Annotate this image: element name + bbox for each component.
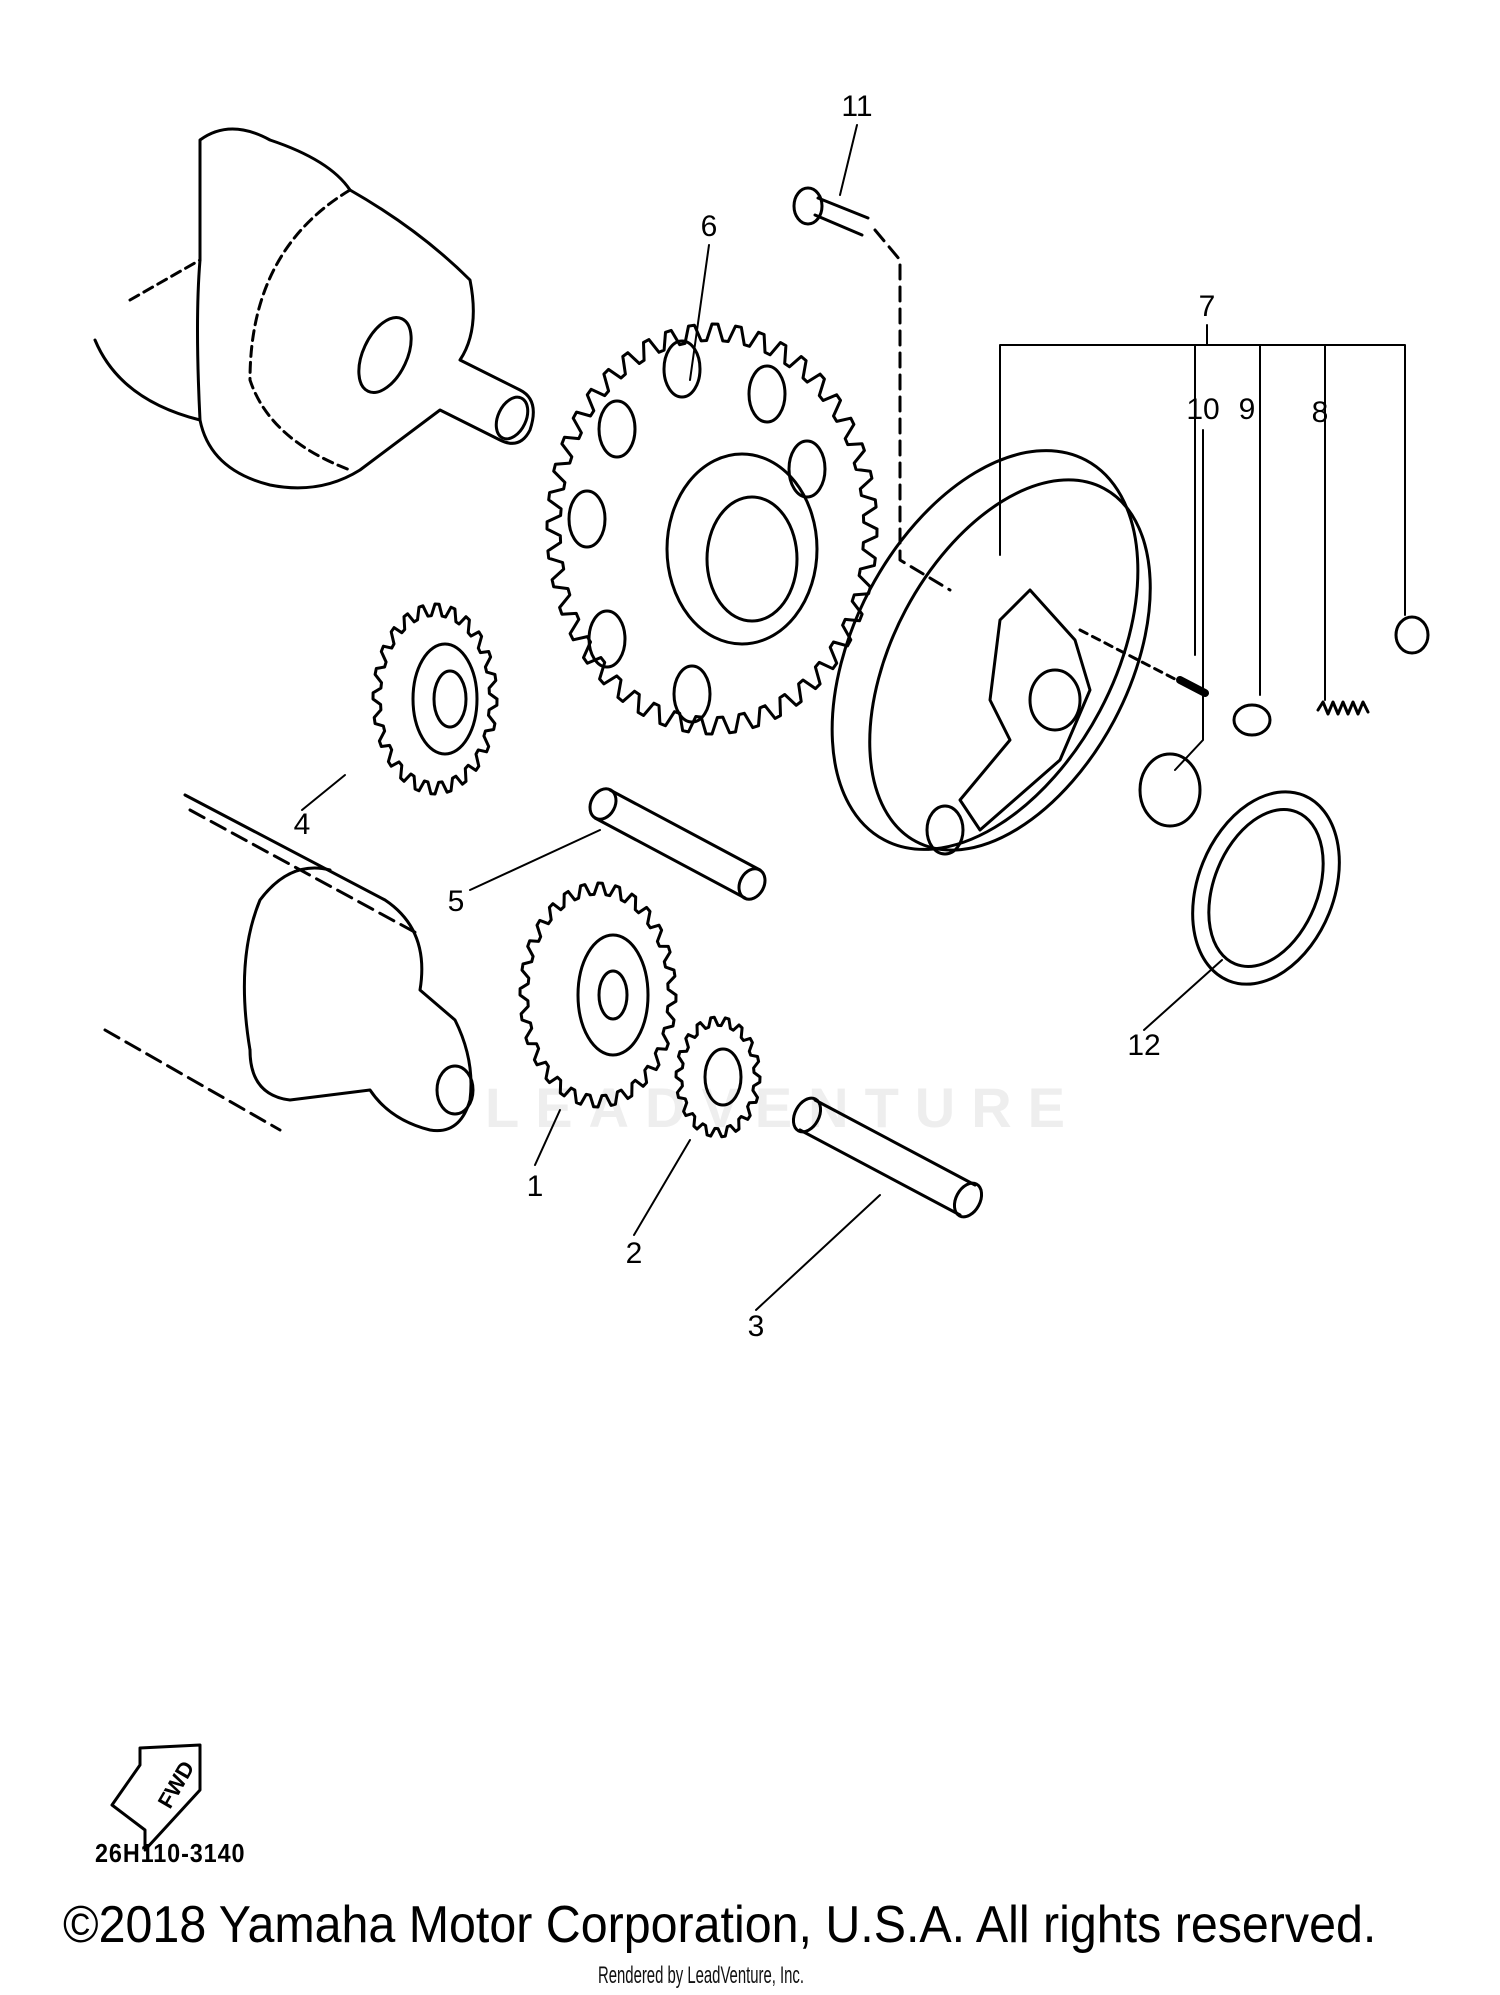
shaft-part-5: [588, 787, 767, 901]
gear-hole: [597, 399, 637, 459]
callout-6: 6: [700, 210, 718, 243]
gear-hole: [787, 439, 827, 499]
callout-9: 9: [1238, 393, 1256, 426]
gear-part-1: [518, 881, 678, 1109]
spring-part-8: [1316, 700, 1370, 716]
watermark: LEADVENTURE: [485, 1076, 1082, 1139]
diagram-code: 26H110-3140: [95, 1838, 246, 1868]
bolt-part-11: [792, 186, 952, 592]
copyright-notice: ©2018 Yamaha Motor Corporation, U.S.A. A…: [63, 1896, 1377, 1954]
crankshaft: [93, 127, 535, 490]
gear-part-2: [674, 1015, 762, 1139]
callout-1: 1: [526, 1170, 544, 1203]
spring-cap-part-9: [1232, 703, 1272, 737]
gear-part-4: [371, 602, 499, 796]
washer-part-12: [1191, 790, 1341, 986]
callout-10: 10: [1186, 393, 1220, 426]
rendered-by-credit: Rendered by LeadVenture, Inc.: [598, 1962, 804, 1989]
gear-hole: [567, 489, 607, 549]
shaft-part-3: [791, 1096, 984, 1219]
plunger-cap: [1394, 615, 1430, 655]
starter-clutch-part-7: [830, 449, 1152, 856]
leader-lines: [301, 124, 1406, 1311]
callout-11: 11: [841, 90, 873, 123]
callout-7: 7: [1198, 290, 1216, 323]
gear-hole: [747, 364, 787, 424]
callout-5: 5: [447, 885, 465, 918]
gear-hole: [662, 339, 702, 399]
gear-part-6: [545, 322, 879, 736]
callout-4: 4: [293, 808, 311, 841]
gear-hole: [587, 609, 627, 669]
callout-2: 2: [625, 1237, 643, 1270]
gear-hole: [672, 664, 712, 724]
callout-12: 12: [1127, 1029, 1161, 1062]
roller-part-10: [1138, 752, 1202, 828]
fwd-label: FWD: [153, 1757, 200, 1813]
callout-8: 8: [1311, 396, 1329, 429]
starter-motor: [103, 793, 475, 1133]
callout-3: 3: [747, 1310, 765, 1343]
fwd-arrow-icon: FWD: [110, 1743, 202, 1852]
